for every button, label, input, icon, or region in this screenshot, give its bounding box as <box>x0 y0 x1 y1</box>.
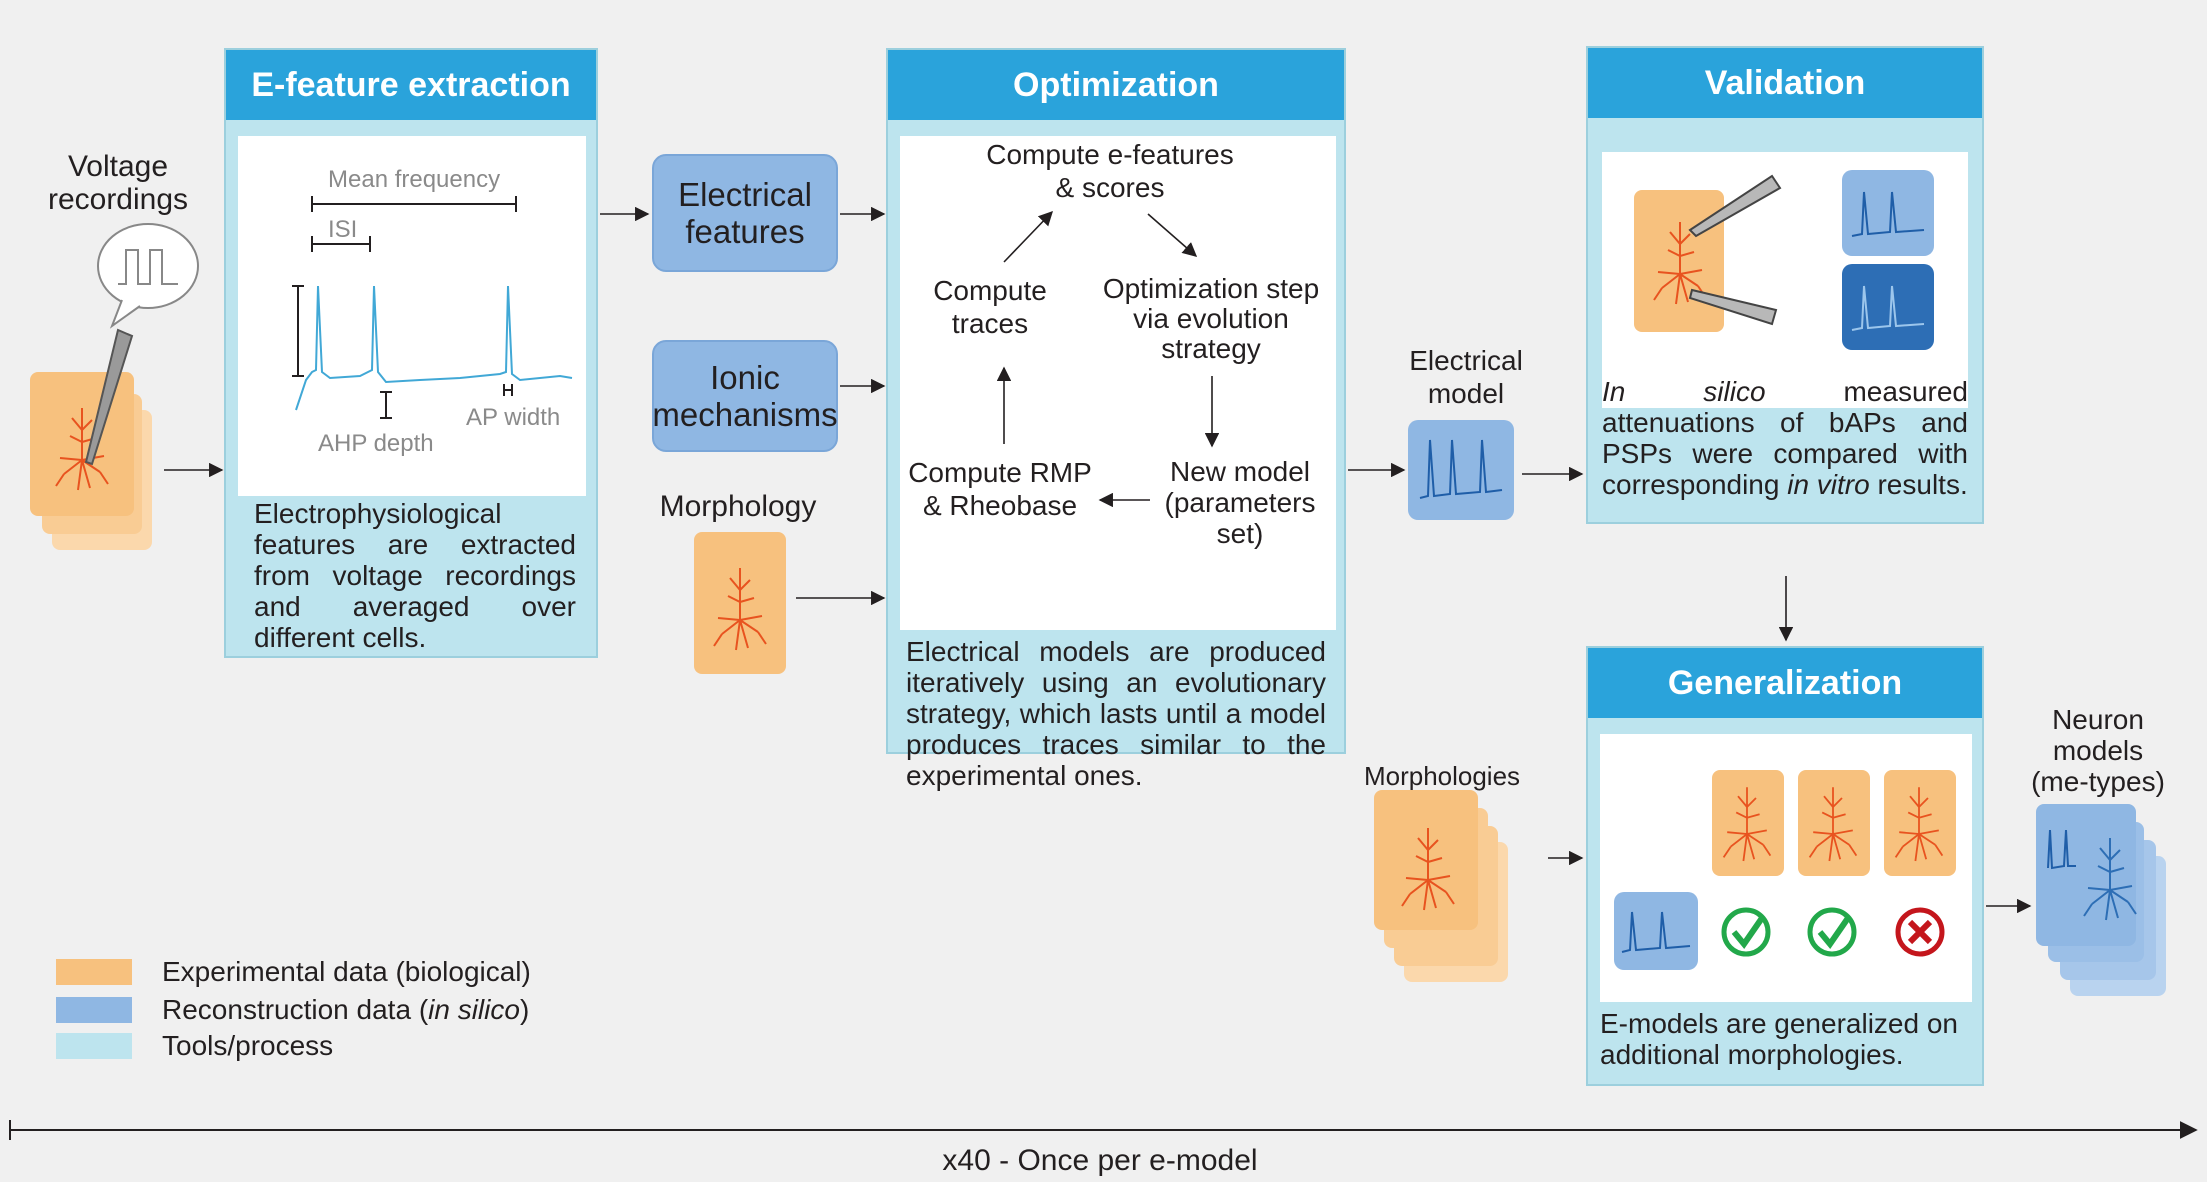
validation-description: In silico measured attenuations of bAPs … <box>1602 376 1968 500</box>
optimization-step: Optimization step via evolution strategy <box>1102 273 1320 364</box>
electrical-model-card <box>1408 420 1514 520</box>
timeline-arrow <box>9 1120 2198 1140</box>
ap-width-label: AP width <box>466 404 561 431</box>
electrical-model-label: Electrical model <box>1409 345 1523 409</box>
voltage-recordings-label: Voltage recordings <box>47 150 189 216</box>
legend-swatch-experimental <box>56 959 132 985</box>
mean-frequency-label: Mean frequency <box>328 166 501 193</box>
legend-swatch-reconstruction <box>56 997 132 1023</box>
compute-efeatures-step: Compute e-features & scores <box>986 139 1234 203</box>
neuron-models-label: Neuron models (me-types) <box>2031 704 2165 797</box>
timeline-label: x40 - Once per e-model <box>942 1144 1258 1177</box>
morphologies-label: Morphologies <box>1363 761 1521 791</box>
efeature-trace-area <box>238 136 586 496</box>
compute-rmp-step: Compute RMP & Rheobase <box>908 457 1092 521</box>
electrical-features-box: Electrical features <box>652 154 838 272</box>
efeature-panel: E-feature extraction Electrophysiologica… <box>224 48 598 658</box>
validation-trace-light <box>1842 170 1934 256</box>
optimization-loop-arrows <box>996 210 1220 508</box>
ahp-depth-label: AHP depth <box>318 430 434 457</box>
morphology-label: Morphology <box>659 490 817 523</box>
efeature-description: Electrophysiological features are extrac… <box>254 498 576 653</box>
speech-bubble-icon <box>97 223 199 329</box>
voltage-trace <box>292 196 573 419</box>
validation-trace-dark <box>1842 264 1934 350</box>
check-icon-1 <box>1721 907 1771 957</box>
legend-tools: Tools/process <box>56 1030 333 1062</box>
cross-icon <box>1895 907 1945 957</box>
check-icon-2 <box>1807 907 1857 957</box>
compute-traces-step: Compute traces <box>933 275 1047 339</box>
flow-arrows <box>164 206 2032 914</box>
efeature-title: E-feature extraction <box>226 50 596 120</box>
optimization-title: Optimization <box>888 50 1344 120</box>
optimization-description: Electrical models are produced iterative… <box>906 636 1326 791</box>
morphologies-stack <box>1374 790 1508 982</box>
generalization-title: Generalization <box>1588 648 1982 718</box>
electrode-icon <box>84 328 134 466</box>
validation-neuron-card <box>1634 174 1782 332</box>
generalization-emodel-trace <box>1614 892 1698 970</box>
optimization-loop-area <box>900 136 1336 630</box>
legend-experimental: Experimental data (biological) <box>56 956 531 988</box>
validation-title: Validation <box>1588 48 1982 118</box>
legend-reconstruction: Reconstruction data (in silico) <box>56 994 529 1026</box>
ionic-mechanisms-box: Ionic mechanisms <box>652 340 838 452</box>
legend-swatch-tools <box>56 1033 132 1059</box>
generalization-description: E-models are generalized on additional m… <box>1600 1008 1958 1070</box>
optimization-panel: Optimization Electrical models are produ… <box>886 48 1346 791</box>
isi-label: ISI <box>328 216 358 243</box>
new-model-step: New model (parameters set) <box>1164 456 1316 549</box>
morphology-card <box>694 532 786 674</box>
generalization-morphologies <box>1712 770 1956 876</box>
neuron-models-stack <box>2036 804 2166 996</box>
